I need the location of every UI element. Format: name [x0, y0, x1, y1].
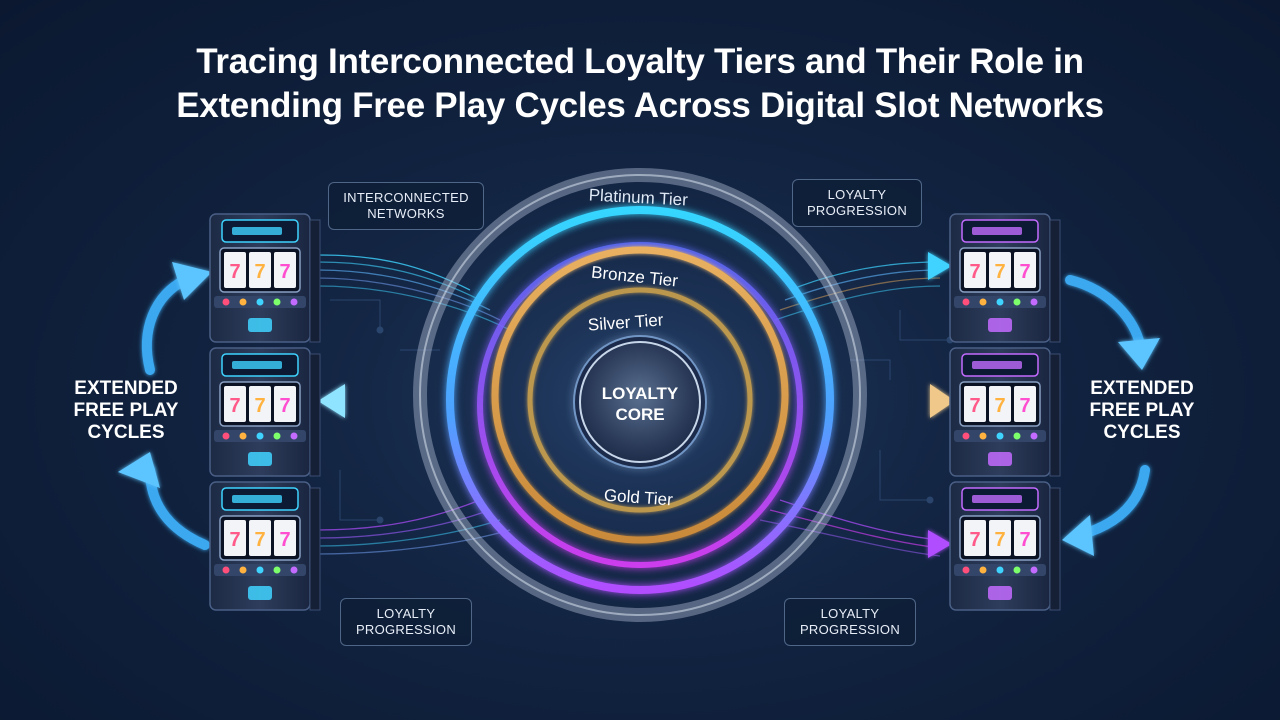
label-interconnected-networks: Interconnected Networks [328, 182, 484, 230]
label-progression-br-line-1: Loyalty [820, 606, 880, 621]
reel-symbol: 7 [994, 261, 1005, 283]
page-title: Tracing Interconnected Loyalty Tiers and… [0, 40, 1280, 128]
reel-symbol: 7 [969, 529, 980, 551]
label-loyalty-progression-top: Loyalty Progression [792, 179, 922, 227]
side-left-line-2: FREE PLAY [73, 400, 179, 421]
silver-ring [527, 287, 753, 513]
loyalty-core [579, 341, 701, 463]
reel-symbol: 7 [254, 395, 265, 417]
side-left-line-3: CYCLES [87, 422, 165, 443]
label-interconnected-line-2: Networks [367, 206, 445, 221]
arrow-right-bottom [928, 530, 952, 558]
side-right-line-1: EXTENDED [1090, 378, 1194, 399]
arrow-left-center [318, 384, 345, 418]
purple-ring [477, 242, 803, 568]
reel-symbol: 7 [254, 261, 265, 283]
side-right-line-3: CYCLES [1103, 422, 1181, 443]
reel-symbol: 7 [1019, 261, 1030, 283]
right-cycle-arrowhead-bottom [1062, 515, 1094, 556]
tier-rings [413, 168, 867, 622]
reel-symbol: 7 [279, 395, 290, 417]
label-progression-br-line-2: Progression [799, 622, 901, 637]
reel-symbol: 7 [1019, 529, 1030, 551]
core-label-line-1: LOYALTY [602, 384, 679, 403]
left-cycle-arrowhead-bottom [118, 452, 160, 488]
title-line-2: Extending Free Play Cycles Across Digita… [176, 86, 1104, 125]
center-arrows [318, 384, 955, 418]
reel-symbol: 7 [994, 395, 1005, 417]
label-progression-top-line-1: Loyalty [827, 187, 887, 202]
reel-symbol: 7 [1019, 395, 1030, 417]
right-cycle-arrowhead-top [1118, 338, 1160, 370]
reel-symbol: 7 [229, 261, 240, 283]
reel-symbol: 7 [969, 395, 980, 417]
label-loyalty-progression-bottom-right: Loyalty Progression [784, 598, 916, 646]
reel-symbol: 7 [229, 529, 240, 551]
label-loyalty-progression-bottom-left: Loyalty Progression [340, 598, 472, 646]
tier-label-gold: Gold Tier [603, 486, 673, 510]
reel-symbol: 7 [994, 529, 1005, 551]
reel-symbol: 7 [279, 261, 290, 283]
reel-symbol: 7 [229, 395, 240, 417]
title-line-1: Tracing Interconnected Loyalty Tiers and… [196, 42, 1084, 81]
side-text-right: EXTENDED FREE PLAY CYCLES [1067, 378, 1217, 444]
reel-symbol: 7 [969, 261, 980, 283]
label-progression-bl-line-1: Loyalty [376, 606, 436, 621]
side-left-line-1: EXTENDED [74, 378, 178, 399]
reel-symbol: 7 [254, 529, 265, 551]
left-flow-lines [317, 254, 511, 555]
label-progression-top-line-2: Progression [806, 203, 908, 218]
side-text-left: EXTENDED FREE PLAY CYCLES [51, 378, 201, 444]
left-cycle-arrowhead-top [172, 262, 212, 300]
label-progression-bl-line-2: Progression [355, 622, 457, 637]
label-interconnected-line-1: Interconnected [343, 190, 469, 205]
cyan-ring [446, 206, 834, 594]
right-arrow-heads [928, 252, 952, 558]
circuit-lines [330, 299, 954, 524]
reel-symbol: 7 [279, 529, 290, 551]
arrow-right-center [930, 384, 955, 418]
core-label-line-2: CORE [615, 405, 664, 424]
arrow-right-top [928, 252, 952, 280]
side-right-line-2: FREE PLAY [1089, 400, 1195, 421]
bronze-ring [491, 246, 789, 544]
